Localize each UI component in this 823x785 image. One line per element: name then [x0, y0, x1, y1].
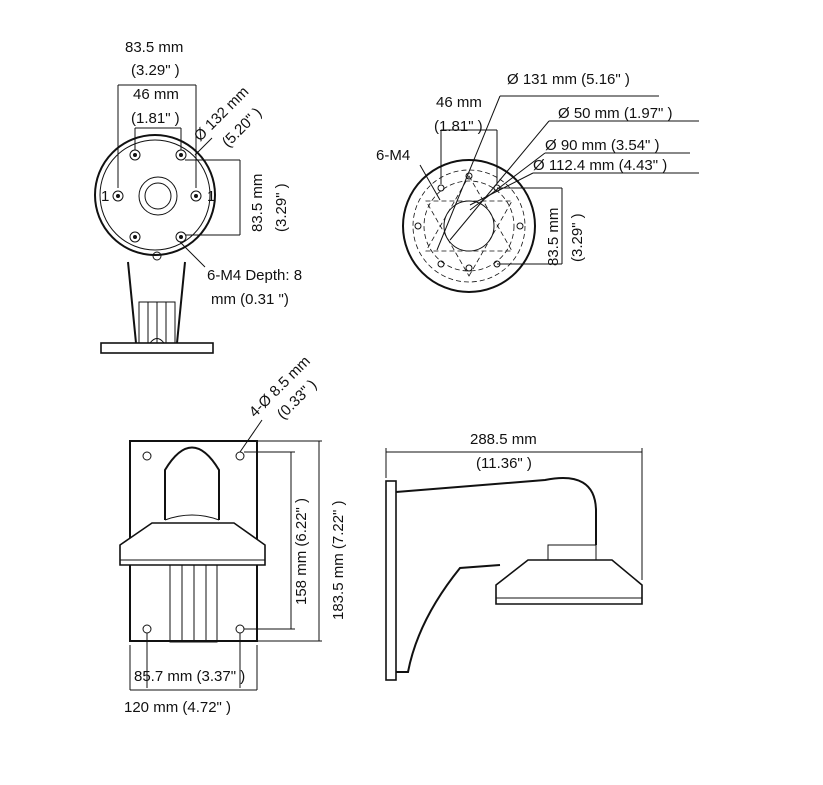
bl-h158: 158 mm (6.22" ) [293, 498, 310, 605]
tl-width-outer-mm: 83.5 mm [125, 39, 183, 56]
br-length-in: (11.36" ) [476, 455, 532, 472]
tr-thread: 6-M4 [376, 147, 410, 164]
tr-d50: Ø 50 mm (1.97" ) [558, 105, 673, 122]
tl-width-inner-mm: 46 mm [133, 86, 179, 103]
tr-height-mm: 83.5 mm [545, 208, 562, 266]
side-dome-lip [495, 559, 643, 605]
tl-height-in: (3.29" ) [273, 183, 290, 232]
tr-d90: Ø 90 mm (3.54" ) [545, 137, 660, 154]
dome-lip [119, 522, 266, 566]
bottom-right-view: 288.5 mm (11.36" ) [385, 431, 643, 681]
tr-d131: Ø 131 mm (5.16" ) [507, 71, 630, 88]
tr-width-mm: 46 mm [436, 94, 482, 111]
screw-holes [112, 149, 202, 261]
mark-right: 1 [207, 188, 215, 205]
mark-left: 1 [101, 188, 109, 205]
tr-d112: Ø 112.4 mm (4.43" ) [533, 157, 667, 174]
arm-profile [395, 477, 597, 673]
br-length-mm: 288.5 mm [470, 431, 537, 448]
bl-w120: 120 mm (4.72" ) [124, 699, 231, 716]
tl-width-inner-in: (1.81" ) [131, 110, 180, 127]
tl-height-mm: 83.5 mm [249, 174, 266, 232]
tl-width-outer-in: (3.29" ) [131, 62, 180, 79]
tr-height-in: (3.29" ) [569, 213, 586, 262]
bl-w85: 85.7 mm (3.37" ) [134, 668, 245, 685]
mount-base [100, 342, 214, 354]
top-right-view: Ø 131 mm (5.16" ) Ø 50 mm (1.97" ) Ø 90 … [376, 71, 699, 293]
top-left-view: 1 1 83.5 mm (3.29" ) 46 mm (1.81" ) Ø 13… [94, 39, 302, 354]
bl-h183: 183.5 mm (7.22" ) [330, 500, 347, 620]
side-wall-plate [385, 480, 397, 681]
bottom-left-view: 4-Ø 8.5 mm (0.33" ) 158 mm (6.22" ) 183.… [119, 353, 347, 716]
tl-thread-line2: mm (0.31 ") [211, 291, 289, 308]
mount-plate-outline [94, 134, 216, 256]
tl-thread-line1: 6-M4 Depth: 8 [207, 267, 302, 284]
junction-plate-outline [402, 159, 536, 293]
tr-width-in: (1.81" ) [434, 118, 483, 135]
